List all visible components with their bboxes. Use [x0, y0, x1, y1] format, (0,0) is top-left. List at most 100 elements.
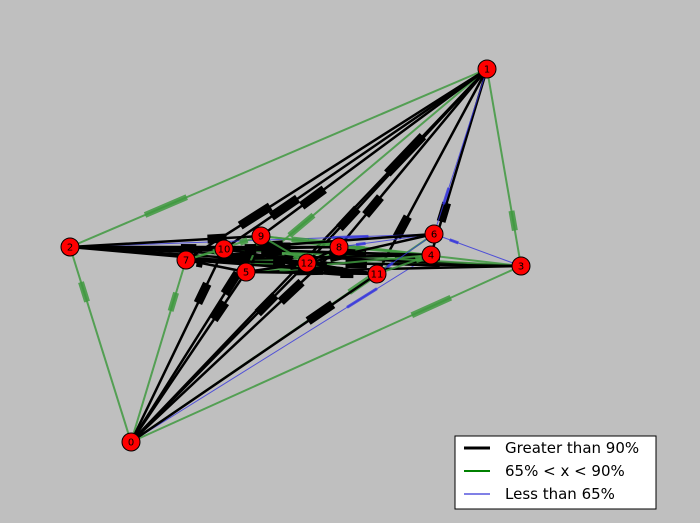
edge-line: [130, 254, 432, 443]
edge-arrowhead: [195, 257, 204, 268]
edge-arrowhead: [436, 201, 451, 223]
edge-arrowhead: [143, 194, 188, 218]
node-circle: [421, 245, 441, 265]
edge-line: [433, 68, 488, 235]
edge-1-7: [185, 67, 488, 262]
edge-arrowhead: [193, 281, 212, 305]
edge-arrowhead: [299, 185, 327, 210]
edge-arrowhead: [220, 270, 242, 297]
edge-5-11: [245, 268, 378, 279]
edge-arrowhead: [414, 255, 423, 264]
edge-1-11: [375, 68, 489, 275]
node-8: 8: [329, 237, 349, 257]
edge-1-6: [433, 68, 488, 235]
edge-arrowhead: [207, 233, 227, 244]
edge-line: [223, 232, 435, 251]
legend: Greater than 90% 65% < x < 90% Less than…: [454, 435, 657, 510]
node-circle: [367, 264, 387, 284]
edge-line: [130, 246, 340, 443]
edge-line: [223, 247, 308, 265]
edge-11-4: [376, 254, 432, 275]
edge-line: [338, 68, 488, 248]
node-7: 7: [176, 250, 196, 270]
edge-arrowhead: [237, 202, 273, 230]
edge-arrowhead: [254, 292, 279, 317]
edge-arrowhead: [336, 205, 361, 232]
edge-1-10: [223, 67, 488, 251]
edge-1-8: [338, 68, 488, 248]
node-circle: [329, 237, 349, 257]
edge-line: [306, 68, 488, 264]
edge-arrowhead: [210, 300, 230, 323]
edge-1-9: [260, 67, 488, 238]
edge-line: [306, 261, 378, 276]
node-label: 1: [484, 65, 490, 76]
edge-line: [375, 68, 489, 275]
node-1: 1: [477, 59, 497, 79]
node-11: 11: [367, 264, 387, 284]
node-label: 3: [518, 262, 524, 273]
node-circle: [214, 239, 234, 259]
node-label: 8: [336, 243, 342, 254]
node-label: 11: [371, 270, 384, 281]
edge-2-9: [69, 233, 262, 249]
edge-line: [260, 67, 488, 238]
edge-0-10: [129, 248, 226, 443]
edge-line: [130, 265, 522, 443]
edge-line: [376, 233, 435, 275]
edge-arrowhead: [277, 249, 308, 257]
legend-label-strong: Greater than 90%: [505, 439, 639, 457]
edge-2-6: [69, 233, 435, 248]
node-3: 3: [511, 256, 531, 276]
edge-arrowhead: [167, 291, 179, 312]
edge-arrowhead: [410, 294, 453, 319]
edges-layer: [69, 67, 522, 444]
edge-arrowhead: [384, 133, 427, 177]
node-label: 2: [67, 243, 73, 254]
edge-line: [69, 234, 262, 249]
edge-arrowhead: [442, 187, 451, 205]
node-circle: [297, 253, 317, 273]
edge-1-3: [486, 68, 522, 267]
node-12: 12: [297, 253, 317, 273]
node-label: 12: [301, 259, 314, 270]
edge-line: [429, 68, 489, 256]
edge-line: [376, 254, 432, 275]
edge-line: [130, 272, 378, 444]
edge-arrowhead: [291, 236, 309, 245]
edge-3-6: [433, 233, 522, 267]
edge-1-4: [429, 68, 489, 256]
edge-arrowhead: [277, 278, 305, 305]
edge-arrowhead: [261, 240, 284, 251]
node-circle: [477, 59, 497, 79]
node-2: 2: [60, 237, 80, 257]
edge-line: [130, 259, 187, 443]
node-label: 7: [183, 256, 189, 267]
edge-arrowhead: [392, 214, 412, 240]
edge-arrowhead: [287, 212, 316, 238]
edge-0-3: [130, 265, 522, 443]
edge-10-12: [223, 247, 308, 265]
node-circle: [251, 226, 271, 246]
node-circle: [236, 262, 256, 282]
edge-11-12: [306, 260, 378, 276]
edge-arrowhead: [283, 254, 293, 265]
node-4: 4: [421, 245, 441, 265]
edge-line: [306, 232, 435, 265]
edge-arrowhead: [362, 194, 384, 218]
edge-arrowhead: [78, 281, 90, 303]
edge-line: [223, 67, 488, 251]
edge-arrowhead: [355, 241, 366, 247]
edge-1-12: [306, 68, 488, 264]
edge-arrowhead: [449, 238, 459, 245]
edge-arrowhead: [346, 287, 378, 309]
edge-0-4: [130, 254, 432, 443]
node-label: 4: [428, 251, 434, 262]
edge-6-10: [223, 232, 435, 251]
legend-label-weak: Less than 65%: [505, 485, 615, 503]
edge-arrowhead: [332, 234, 369, 240]
node-9: 9: [251, 226, 271, 246]
node-label: 6: [431, 230, 437, 241]
legend-label-medium: 65% < x < 90%: [505, 462, 625, 480]
